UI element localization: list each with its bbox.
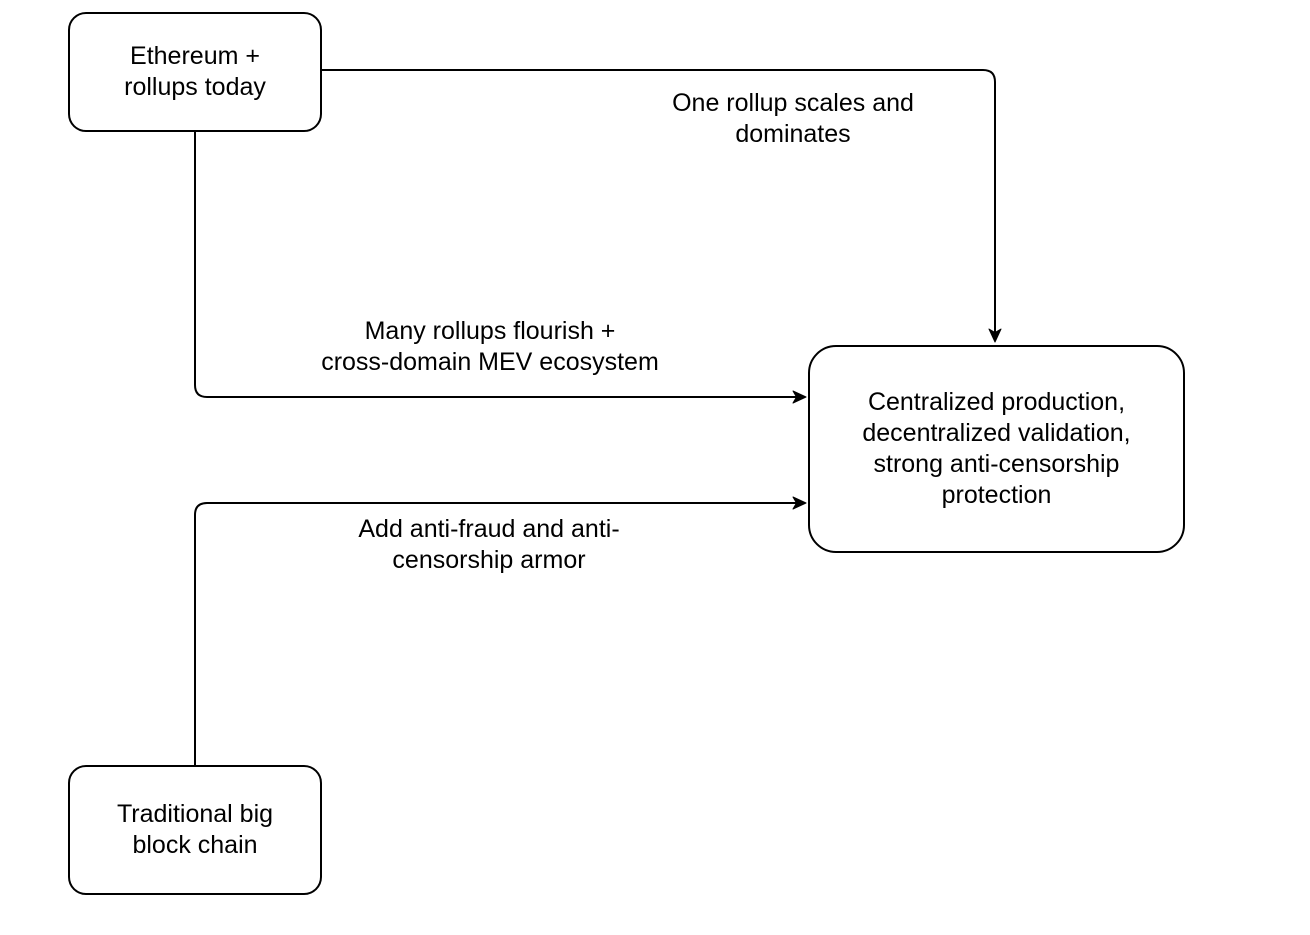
node-ethereum-rollups: Ethereum + rollups today bbox=[68, 12, 322, 132]
edge-label-one-rollup-scales: One rollup scales and dominates bbox=[613, 88, 973, 150]
node-centralized-production-outcome: Centralized production, decentralized va… bbox=[808, 345, 1185, 553]
edge-anti-fraud-connector bbox=[194, 496, 807, 765]
edge-many-rollups-connector bbox=[194, 132, 807, 404]
edge-label-many-rollups-flourish: Many rollups flourish + cross-domain MEV… bbox=[290, 316, 690, 378]
node-centralized-production-outcome-label: Centralized production, decentralized va… bbox=[862, 388, 1131, 509]
node-traditional-big-block-chain: Traditional big block chain bbox=[68, 765, 322, 895]
edge-label-add-anti-fraud-armor: Add anti-fraud and anti- censorship armo… bbox=[289, 514, 689, 576]
node-traditional-big-block-chain-label: Traditional big block chain bbox=[116, 800, 274, 859]
edge-one-rollup-connector bbox=[322, 69, 1002, 343]
node-ethereum-rollups-label: Ethereum + rollups today bbox=[124, 42, 266, 101]
